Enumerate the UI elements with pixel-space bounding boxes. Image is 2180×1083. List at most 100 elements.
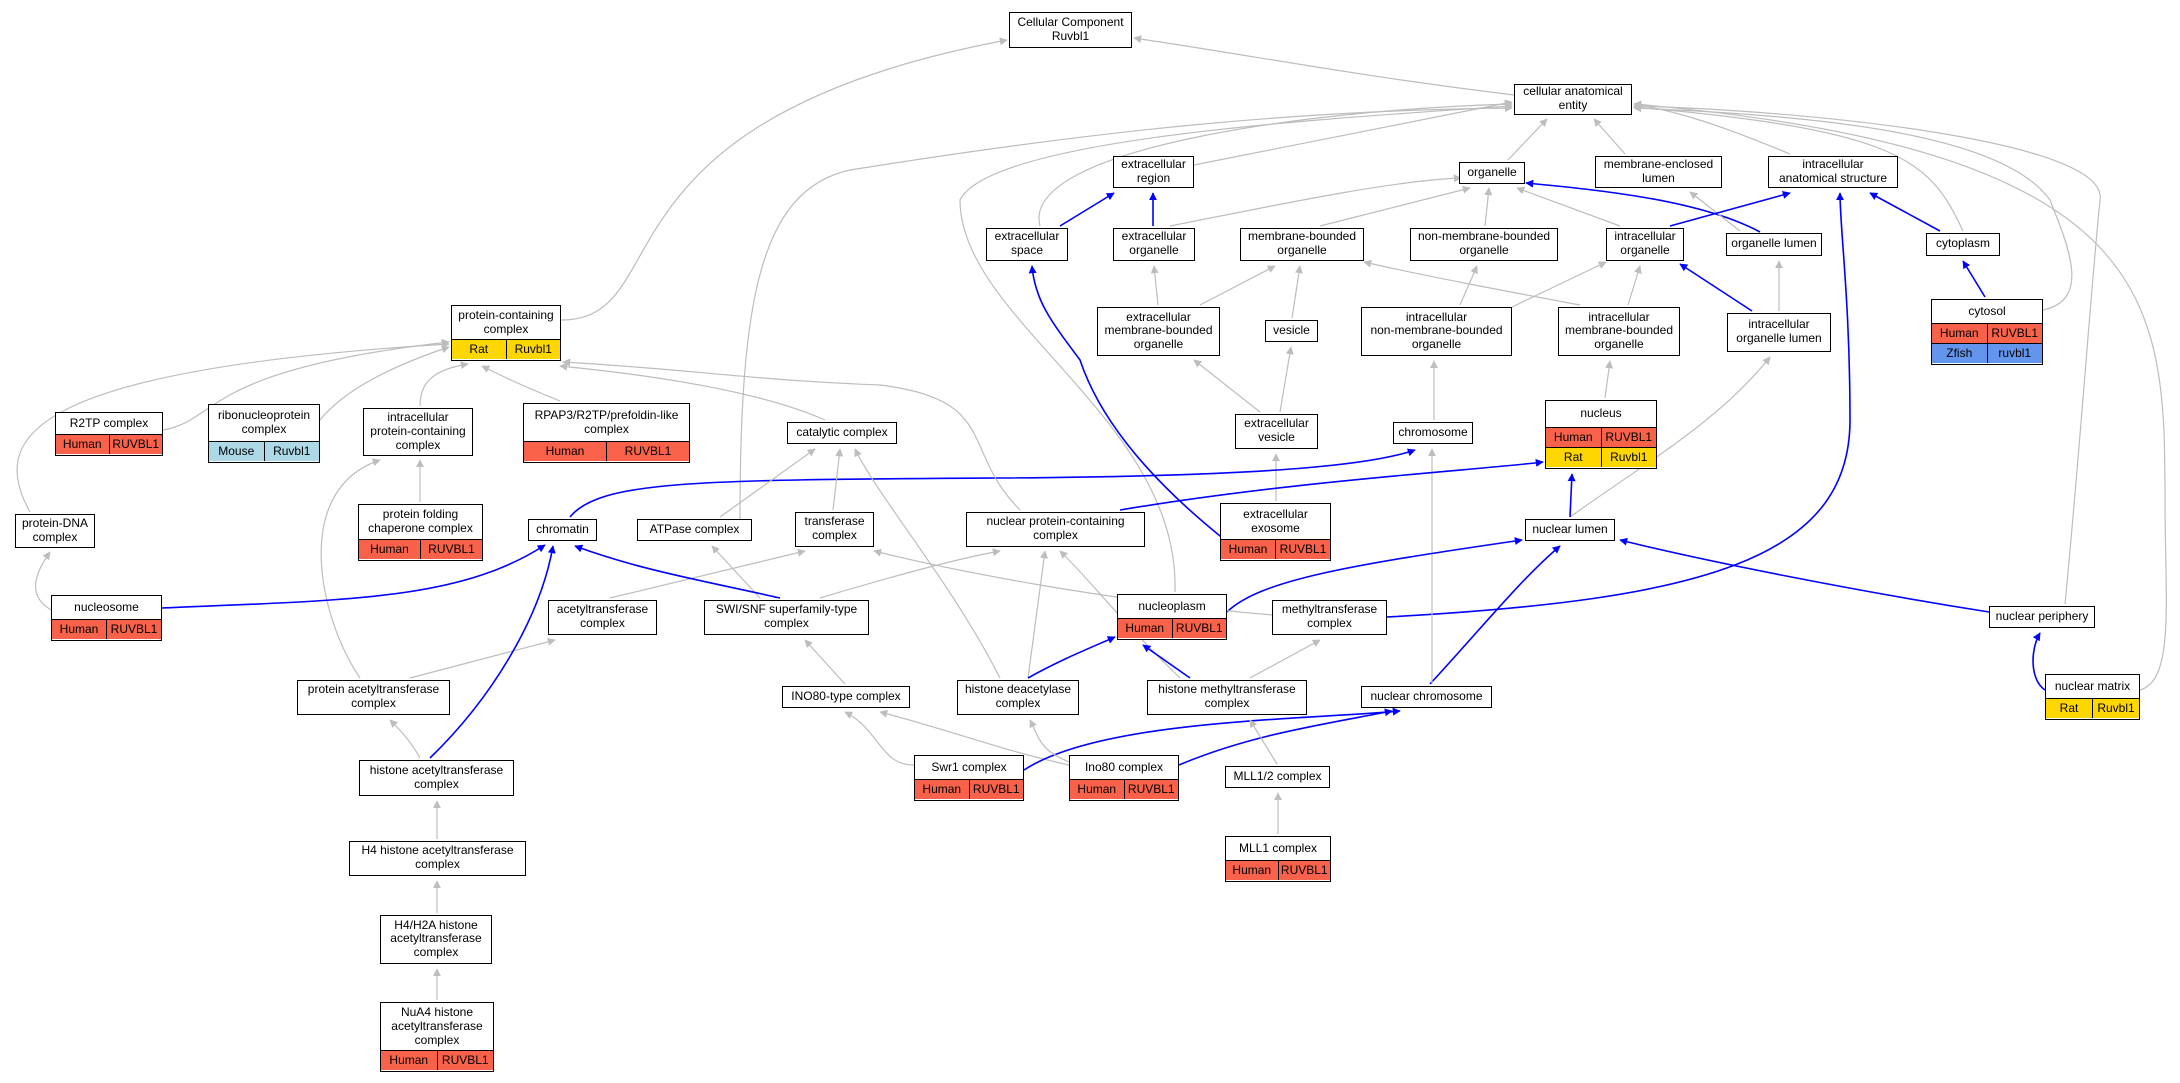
node-label: catalytic complex — [796, 424, 888, 439]
node-vesicle[interactable]: vesicle — [1265, 320, 1318, 342]
node-label: cellular anatomical entity — [1523, 84, 1623, 113]
edge-pact-to-actrans — [409, 637, 556, 679]
node-pdna[interactable]: protein-DNA complex — [15, 514, 95, 548]
node-chromosome[interactable]: chromosome — [1393, 422, 1473, 444]
edge-imbo-to-io — [1627, 265, 1642, 306]
node-label: SWI/SNF superfamily-type complex — [715, 602, 858, 631]
node-label: extracellular membrane-bounded organelle — [1104, 309, 1213, 352]
node-actrans[interactable]: acetyltransferase complex — [548, 600, 657, 635]
node-nlumen[interactable]: nuclear lumen — [1525, 519, 1615, 541]
node-ipcc[interactable]: intracellular protein-containing complex — [363, 408, 473, 456]
edge-mll12-to-hmt — [1249, 719, 1278, 765]
gene-cell: RUVBL1 — [106, 620, 161, 640]
node-ecs[interactable]: extracellular space — [986, 228, 1068, 261]
node-io[interactable]: intracellular organelle — [1606, 228, 1684, 261]
node-catalytic[interactable]: catalytic complex — [787, 422, 897, 444]
node-label: nucleosome — [74, 599, 139, 614]
edge-r2tp-to-pcc — [162, 338, 450, 431]
edge-nmatrix-to-cae — [1633, 100, 2167, 691]
species-cell: Human — [56, 435, 109, 455]
edge-nucleosome-to-pdna — [35, 551, 56, 613]
node-label: histone deacetylase complex — [964, 682, 1072, 711]
node-cc_root[interactable]: Cellular Component Ruvbl1 — [1009, 12, 1132, 48]
node-nperiph[interactable]: nuclear periphery — [1989, 606, 2095, 628]
edge-nucleus-to-imbo — [1604, 360, 1613, 399]
edge-swisnf-to-chromatin — [574, 544, 781, 599]
node-mel[interactable]: membrane-enclosed lumen — [1595, 156, 1722, 188]
node-h4h2a[interactable]: H4/H2A histone acetyltransferase complex — [380, 915, 492, 964]
node-npcc[interactable]: nuclear protein-containing complex — [966, 512, 1145, 547]
node-ecr[interactable]: extracellular region — [1113, 156, 1194, 188]
node-iol[interactable]: intracellular organelle lumen — [1727, 313, 1831, 352]
species-cell: Human — [1226, 861, 1278, 881]
node-mbo[interactable]: membrane-bounded organelle — [1240, 228, 1364, 261]
node-eco[interactable]: extracellular organelle — [1113, 228, 1195, 261]
node-chromatin[interactable]: chromatin — [528, 519, 597, 541]
gene-cell: RUVBL1 — [1986, 324, 2042, 344]
node-olumen[interactable]: organelle lumen — [1726, 233, 1822, 256]
node-hdac[interactable]: histone deacetylase complex — [957, 680, 1079, 715]
node-cae[interactable]: cellular anatomical entity — [1514, 84, 1632, 115]
gene-cell: RUVBL1 — [1275, 540, 1330, 560]
node-label: intracellular organelle lumen — [1736, 317, 1822, 346]
node-ecmbo[interactable]: extracellular membrane-bounded organelle — [1097, 307, 1220, 356]
node-nchrom[interactable]: nuclear chromosome — [1361, 686, 1492, 708]
species-cell: Rat — [452, 340, 506, 360]
node-ecves[interactable]: extracellular vesicle — [1235, 414, 1318, 449]
edge-hdac-to-nucleoplasm — [1027, 636, 1116, 679]
node-hmt[interactable]: histone methyltransferase complex — [1147, 680, 1307, 715]
node-cytoplasm[interactable]: cytoplasm — [1926, 233, 2000, 256]
node-h4hat[interactable]: H4 histone acetyltransferase complex — [349, 841, 526, 876]
edge-npcc-to-pcc — [562, 358, 1021, 511]
node-hat[interactable]: histone acetyltransferase complex — [359, 760, 514, 796]
node-label: extracellular region — [1121, 156, 1186, 185]
edge-actrans-to-transferase — [609, 548, 806, 599]
node-transferase[interactable]: transferase complex — [795, 512, 874, 547]
species-cell: Human — [524, 442, 606, 462]
node-label: Ino80 complex — [1084, 759, 1164, 774]
node-imbo[interactable]: intracellular membrane-bounded organelle — [1558, 307, 1680, 356]
edge-cytosol-to-cae — [1633, 104, 2073, 311]
node-swisnf[interactable]: SWI/SNF superfamily-type complex — [704, 600, 869, 635]
gene-cell: RUVBL1 — [436, 1051, 493, 1071]
gene-cell: RUVBL1 — [420, 540, 482, 560]
species-cell: Zfish — [1932, 344, 1987, 364]
node-organelle[interactable]: organelle — [1459, 162, 1525, 184]
edge-hat-to-pact — [389, 719, 421, 759]
node-atpase[interactable]: ATPase complex — [637, 519, 752, 541]
node-pact[interactable]: protein acetyltransferase complex — [297, 680, 450, 715]
node-mtrans[interactable]: methyltransferase complex — [1272, 600, 1387, 635]
node-ias[interactable]: intracellular anatomical structure — [1768, 156, 1898, 188]
node-label: MLL1 complex — [1238, 840, 1318, 855]
gene-cell: RUVBL1 — [1171, 619, 1226, 639]
gene-cell: RUVBL1 — [108, 435, 162, 455]
node-nmbo[interactable]: non-membrane-bounded organelle — [1410, 228, 1558, 261]
edge-nmatrix-to-nperiph — [2032, 632, 2046, 691]
node-ino80t[interactable]: INO80-type complex — [782, 686, 910, 708]
node-inmbo[interactable]: intracellular non-membrane-bounded organ… — [1361, 307, 1512, 356]
node-mll12[interactable]: MLL1/2 complex — [1225, 766, 1330, 788]
node-label: R2TP complex — [69, 415, 149, 430]
edge-transferase-to-catalytic — [832, 448, 844, 511]
species-cell: Rat — [1546, 448, 1601, 468]
